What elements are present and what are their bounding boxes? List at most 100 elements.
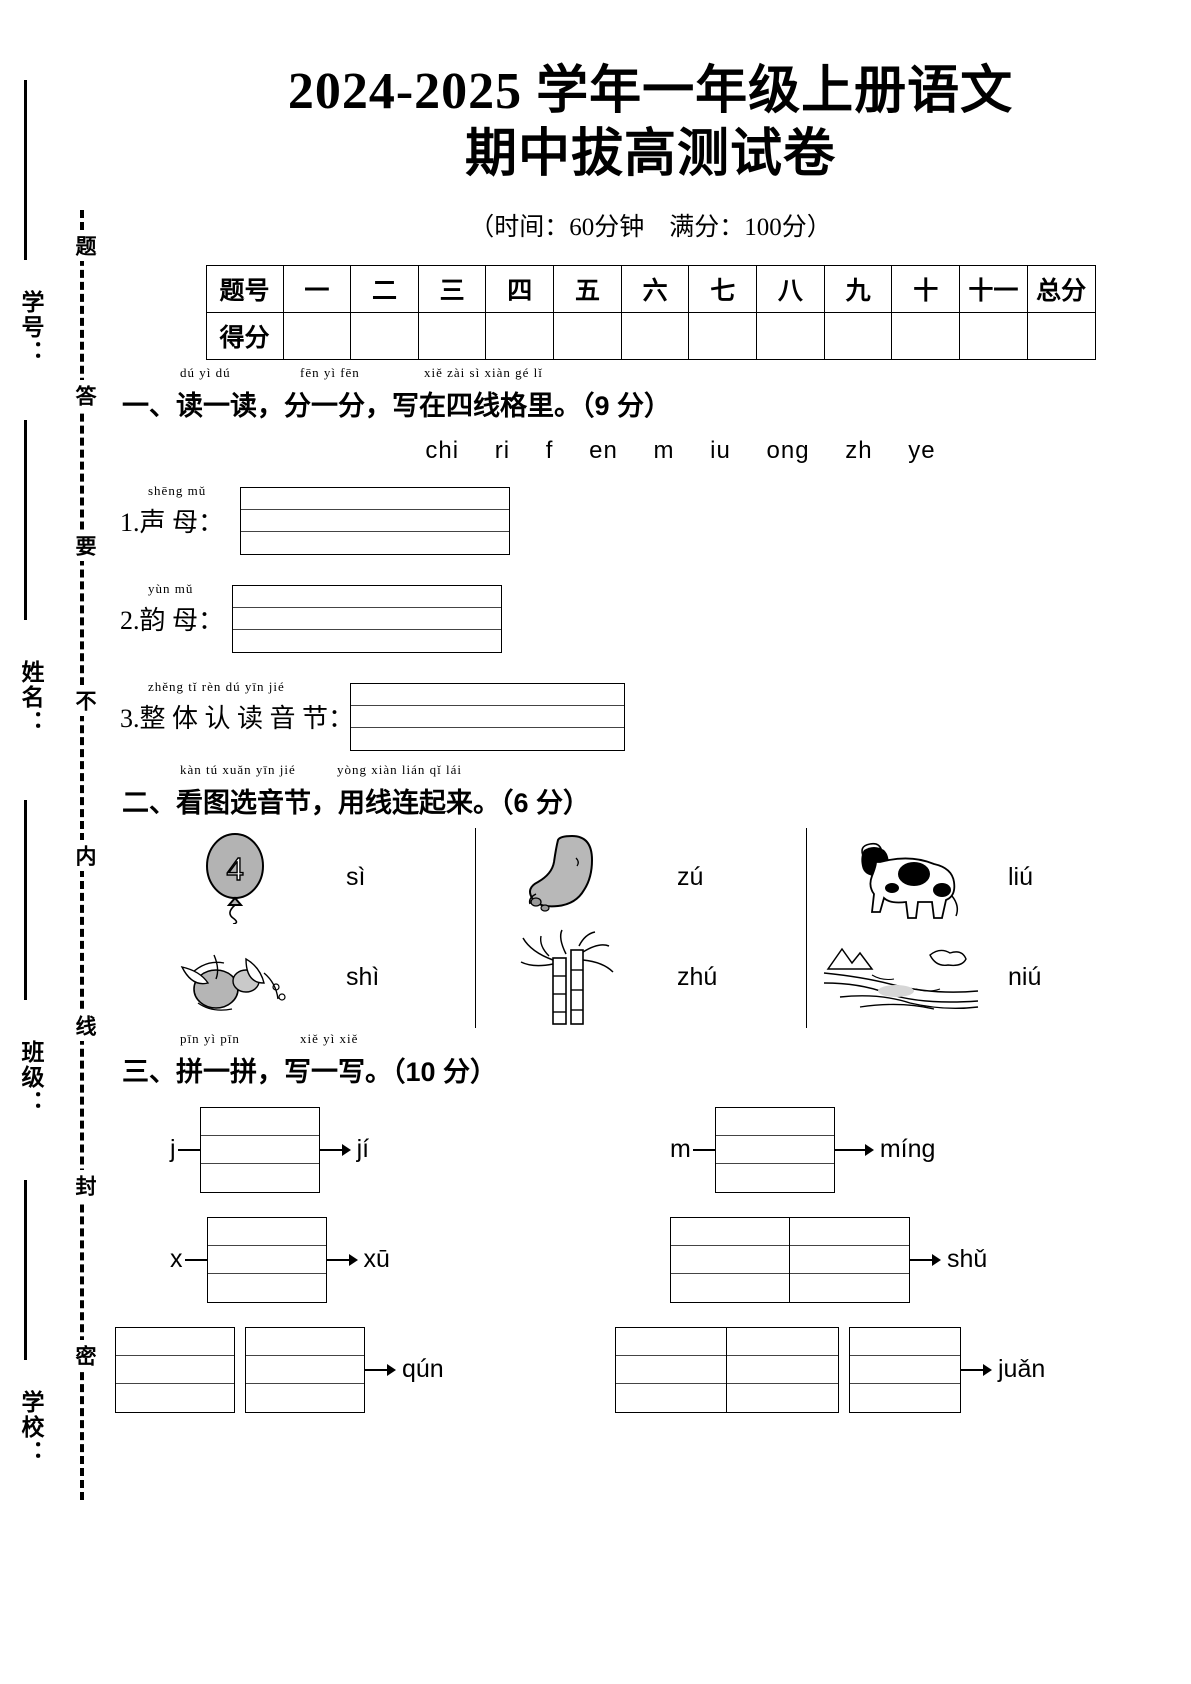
score-cell-total[interactable] [1026,311,1096,360]
spell-row: j jí m míng [170,1106,1191,1193]
score-cell-1[interactable] [282,311,352,360]
match-row[interactable]: zhú [476,928,806,1028]
syllable-zh: zh [845,436,873,464]
persimmon-branch-icon [145,930,330,1025]
four-line-box[interactable] [245,1326,365,1413]
score-cell-5[interactable] [553,311,622,360]
spell-lead-letter: m [670,1135,691,1164]
section-1-title: 读一读，分一分，写在四线格里。 [176,390,581,421]
four-line-grid-shengmu[interactable] [240,486,510,555]
section-1-item-1-text: 声 母： [139,508,225,538]
score-cell-3[interactable] [417,311,487,360]
field-rule-2 [24,420,27,620]
section-1-number: 一、 [122,390,176,421]
grid-line [351,706,624,728]
section-1-pinyin-2: xiě zài sì xiàn gé lǐ [424,364,543,380]
score-cell-8[interactable] [756,311,825,360]
section-1-item-3: zhěng tǐ rèn dú yīn jié 3.整 体 认 读 音 节： [120,679,1191,751]
field-class[interactable]: 班级： [14,1040,48,1115]
grid-line [616,1328,726,1356]
match-row[interactable]: shì [145,928,475,1028]
seal-char-0: 题 [65,230,99,261]
score-col-10: 十 [891,264,961,313]
section-3-pinyin-0: pīn yì pīn [180,1030,240,1046]
grid-line [246,1384,364,1412]
section-2-pinyin-1: yòng xiàn lián qǐ lái [337,761,462,777]
match-row[interactable]: zú [476,828,806,928]
match-syllable[interactable]: niú [1008,963,1042,992]
field-rule-1 [24,80,27,260]
match-row[interactable]: niú [807,928,1137,1028]
score-cell-6[interactable] [620,311,690,360]
section-1-item-2-label: yùn mǔ 2.韵 母： [120,581,240,637]
field-school[interactable]: 学校： [14,1390,48,1465]
connector-dash [692,1148,715,1151]
match-syllable[interactable]: shì [346,963,380,992]
four-line-box[interactable] [849,1326,961,1413]
syllable-ri: ri [494,436,511,464]
four-line-box[interactable] [790,1216,910,1303]
grid-line [715,1136,834,1164]
spell-result: juǎn [998,1355,1046,1384]
seal-char-2: 要 [65,530,99,561]
match-syllable[interactable]: zhú [677,963,718,992]
score-cell-9[interactable] [823,311,893,360]
score-cell-4[interactable] [485,311,555,360]
arrow-icon [326,1253,358,1266]
section-1-points: （9 分） [581,390,672,421]
spell-item-2: m míng [670,1106,1170,1193]
four-line-box[interactable] [115,1326,235,1413]
grid-line [616,1384,726,1412]
match-syllable[interactable]: liú [1008,863,1034,892]
four-line-grid-zhengtirendu[interactable] [350,682,625,751]
section-3-heading: pīn yì pīn xiě yì xiě 三、拼一拼，写一写。（10 分） [122,1031,1191,1089]
score-col-9: 九 [823,264,893,313]
grid-line [790,1246,909,1274]
four-line-box[interactable] [727,1326,839,1413]
spell-item-5: qún [115,1326,615,1413]
seal-char-1: 答 [65,380,99,411]
score-col-2: 二 [350,264,419,313]
four-line-box[interactable] [206,1216,327,1303]
score-cell-10[interactable] [891,311,961,360]
field-school-label: 学校： [18,1390,44,1465]
field-name[interactable]: 姓名： [14,660,48,735]
section-1-pinyin-1: fēn yì fēn [300,364,360,380]
match-row[interactable]: liú [807,828,1137,928]
grid-line [671,1218,789,1246]
match-syllable[interactable]: sì [346,863,366,892]
section-1-item-3-pinyin: zhěng tǐ rèn dú yīn jié [148,679,285,695]
grid-line [241,510,509,532]
grid-line [727,1328,838,1356]
match-column-3: liú niú [806,827,1137,1028]
section-3-number: 三、 [122,1056,176,1087]
section-1-item-1-index: 1. [120,508,140,538]
four-line-box[interactable] [199,1106,320,1193]
match-column-1: 4 sì [145,828,475,1028]
four-line-box[interactable] [670,1216,790,1303]
arrow-icon [365,1363,396,1376]
score-cell-11[interactable] [959,311,1028,360]
seal-char-3: 不 [65,685,99,716]
section-2-number: 二、 [122,787,176,818]
match-row[interactable]: 4 sì [145,828,475,928]
four-line-grid-yunmu[interactable] [232,584,502,653]
score-col-total: 总分 [1026,264,1096,313]
four-line-box[interactable] [615,1326,727,1413]
grid-line [351,684,624,706]
score-cell-7[interactable] [688,311,758,360]
grid-line [616,1356,726,1384]
grid-line [246,1356,364,1384]
match-syllable[interactable]: zú [677,863,704,892]
field-name-label: 姓名： [18,660,44,735]
score-cell-2[interactable] [350,311,419,360]
score-col-5: 五 [553,264,622,313]
grid-line [207,1218,326,1246]
four-line-box[interactable] [714,1106,835,1193]
grid-line [850,1328,960,1356]
page-title: 2024-2025 学年一年级上册语文 期中拔高测试卷 [110,60,1191,187]
section-3-title: 拼一拼，写一写。 [176,1056,392,1087]
field-rule-3 [24,800,27,1000]
grid-line [671,1246,789,1274]
field-student-number[interactable]: 学号： [14,290,48,365]
